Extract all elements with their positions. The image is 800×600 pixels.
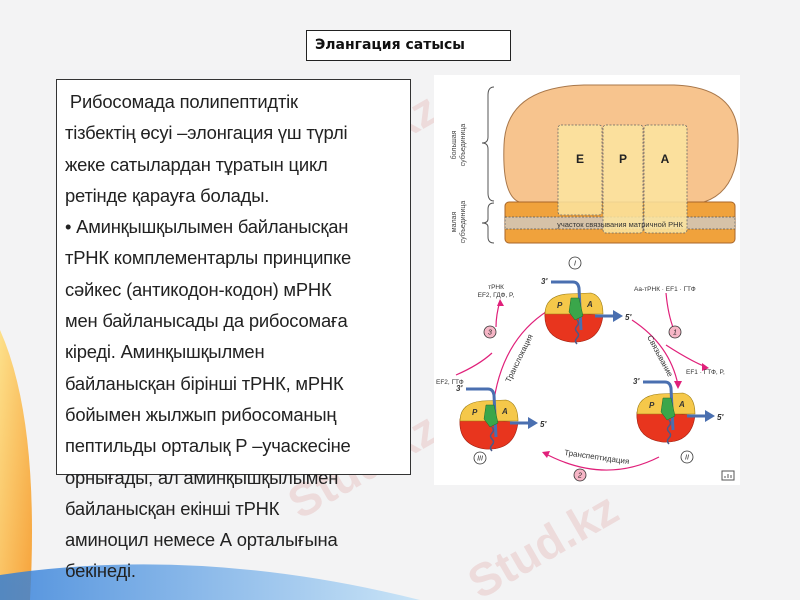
site-p-box <box>602 124 644 234</box>
step-2-marker: 2 <box>573 468 587 482</box>
peptide-chain <box>489 426 495 452</box>
arrow-input-1 <box>665 292 675 331</box>
step-3-marker-label: 3 <box>488 330 492 337</box>
ribosome-stage-2: P A 3' 5' <box>633 377 724 445</box>
end-5-label: 5' <box>717 413 724 422</box>
brace-small <box>481 202 495 244</box>
blue-swoosh <box>0 564 420 600</box>
body-text-line: сәйкес (антикодон-кодон) мРНК <box>65 278 332 300</box>
step-transpeptidation-label: Транспептидация <box>564 448 630 466</box>
stage-2-marker-label: II <box>685 455 689 462</box>
site-a-box <box>643 124 688 234</box>
arrowhead <box>702 363 709 371</box>
arrow-transpeptidation <box>543 452 660 471</box>
body-text-line: жеке сатылардан тұратын цикл <box>65 153 328 175</box>
stage-1-marker: I <box>568 256 582 270</box>
body-text-line: Рибосомада полипептидтік <box>65 91 298 112</box>
body-text-line: тРНК комплементарлы принципке <box>65 247 352 269</box>
end-5-label: 5' <box>540 420 547 429</box>
arrow-translocation <box>493 306 555 401</box>
input-1-label: Аа-тРНК · EF1 · ГТФ <box>634 286 696 293</box>
step-3-marker: 3 <box>483 325 497 339</box>
site-p-label: P <box>557 301 563 310</box>
end-3-label: 3' <box>633 377 640 386</box>
ribosome-small-part <box>544 311 604 343</box>
peptide-chain <box>666 419 672 445</box>
output-1-label: EF1 · ГТФ, P, <box>686 369 725 376</box>
end-3-label: 3' <box>541 277 548 286</box>
body-text-line: байланысқан бірінші тРНК, мРНК <box>65 372 344 394</box>
site-a-label: A <box>678 400 685 409</box>
ribosome-small-part <box>636 411 696 443</box>
slide-title-box: Элангация сатысы <box>306 30 511 61</box>
ribosome-diagram: E P A участок связывания матричной РНК б… <box>434 75 740 485</box>
arrow-input-3 <box>455 352 493 376</box>
input-3-label: EF2, ГТФ <box>436 379 464 386</box>
arrowhead <box>674 381 682 389</box>
step-1-marker-label: 1 <box>673 330 677 337</box>
stage-1-marker-label: I <box>574 261 576 268</box>
arrow-output-1 <box>665 344 707 368</box>
arrowhead <box>542 451 550 458</box>
stage-3-marker-label: III <box>477 456 483 463</box>
arrow-binding <box>631 319 679 386</box>
watermark: Stud.kz <box>459 482 627 600</box>
site-p-label: P <box>472 408 478 417</box>
body-text-line: мен байланысады да рибосомаға <box>65 310 348 332</box>
step-binding-label: Связывание <box>645 334 675 379</box>
body-text-box: Рибосомада полипептидтік тізбектің өсуі –… <box>56 79 411 581</box>
body-text-line: • Аминқышқылымен байланысқан <box>65 216 349 238</box>
body-text-line: орнығады, ал аминқышқылымен <box>65 466 339 488</box>
body-text-line: бекінеді. <box>65 560 136 582</box>
step-translocation-label: Транслокация <box>504 333 535 384</box>
site-p-label: P <box>649 401 655 410</box>
body-text-line: бойымен жылжып рибосоманың <box>65 403 337 425</box>
peptide-chain <box>574 319 580 345</box>
end-3-label: 3' <box>456 384 463 393</box>
step-1-marker: 1 <box>668 325 682 339</box>
site-a-label: A <box>586 300 593 309</box>
mrna-arrowhead <box>528 417 538 429</box>
body-text-line: кіреді. Аминқышқылмен <box>65 341 265 363</box>
end-5-label: 5' <box>625 313 632 322</box>
ribosome-stage-3: P A 3' 5' <box>456 384 547 452</box>
ribosome-stage-1: P A 3' 5' <box>541 277 632 345</box>
arrowhead <box>497 299 504 306</box>
body-text-line: байланысқан екінші тРНК <box>65 497 280 519</box>
body-text-line: ретінде қарауға болады. <box>65 184 270 206</box>
slide-icon <box>721 470 735 481</box>
stage-3-marker: III <box>473 451 487 465</box>
body-text-line: тізбектің өсуі –элонгация үш түрлі <box>65 122 348 144</box>
body-text-line: пептильды орталық Р –учаскесіне <box>65 435 351 457</box>
mrna-strand <box>643 380 675 431</box>
body-text-line: аминоцил немесе А орталығына <box>65 529 338 551</box>
mrna-site-label: участок связывания матричной РНК <box>557 220 683 229</box>
trna <box>568 297 584 321</box>
brace-large <box>481 86 495 202</box>
site-e-label: E <box>576 152 584 166</box>
site-e-box <box>557 124 603 216</box>
trna <box>660 397 676 421</box>
slide-title: Элангация сатысы <box>315 37 465 53</box>
site-p-label: P <box>619 152 627 166</box>
site-a-label: A <box>661 152 670 166</box>
mrna-arrowhead <box>613 310 623 322</box>
site-a-label: A <box>501 407 508 416</box>
orange-swoosh <box>0 330 32 600</box>
ribosome-small-part <box>459 418 519 450</box>
mrna-strand <box>466 387 498 438</box>
step-2-marker-label: 2 <box>577 473 582 480</box>
trna <box>483 404 499 428</box>
mrna-arrowhead <box>705 410 715 422</box>
mrna-strand <box>551 280 583 331</box>
stage-2-marker: II <box>680 450 694 464</box>
